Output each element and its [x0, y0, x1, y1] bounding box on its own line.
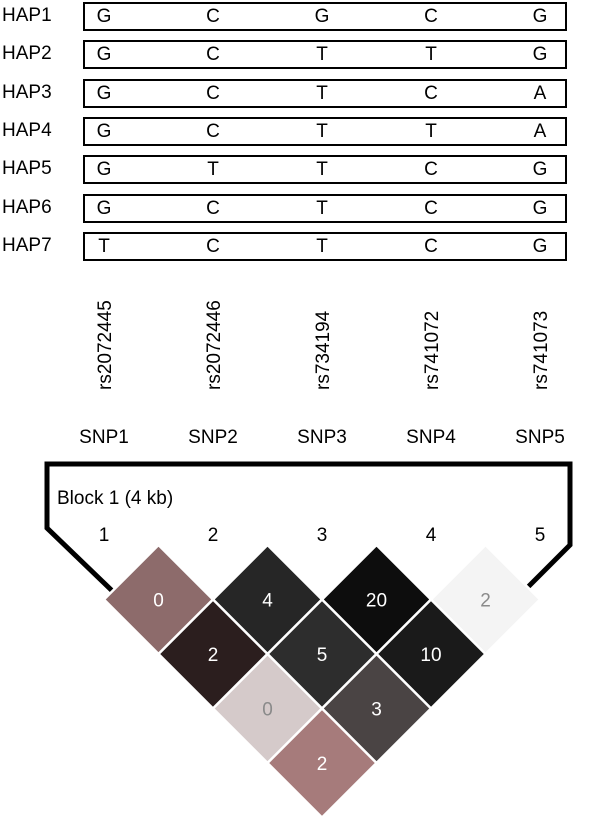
ld-snp-index: 3 — [317, 525, 328, 546]
allele-cell: G — [96, 120, 112, 142]
allele-cell: G — [532, 159, 548, 181]
allele-cell: G — [532, 235, 548, 257]
snp-label: SNP1 — [79, 427, 129, 448]
ld-snp-index: 1 — [99, 525, 110, 546]
haplotype-label: HAP2 — [2, 43, 52, 65]
allele-cell: G — [532, 6, 548, 27]
allele-cell: T — [207, 159, 219, 181]
allele-cell: C — [206, 6, 220, 27]
allele-cell: T — [316, 197, 328, 219]
allele-cell: G — [96, 197, 112, 219]
ld-block-label: Block 1 (4 kb) — [57, 488, 173, 509]
ld-cell-value: 10 — [420, 645, 441, 666]
ld-snp-index: 5 — [535, 525, 546, 546]
allele-cell: C — [424, 6, 438, 27]
allele-cell: C — [424, 159, 438, 181]
ld-snp-index: 2 — [208, 525, 219, 546]
allele-cell: G — [96, 82, 112, 104]
allele-cell: T — [316, 159, 328, 181]
allele-cell: C — [206, 44, 220, 66]
ld-cell-value: 0 — [153, 591, 164, 612]
ld-cell-value: 0 — [262, 700, 273, 721]
ld-cell-value: 20 — [366, 591, 387, 612]
haplotype-label: HAP7 — [2, 234, 52, 256]
ld-cell-value: 2 — [480, 591, 491, 612]
allele-cell: G — [96, 159, 112, 181]
snp-label: SNP2 — [188, 427, 238, 448]
allele-cell: C — [206, 235, 220, 257]
allele-cell: A — [533, 120, 547, 142]
allele-cell: G — [96, 6, 112, 27]
ld-cell-value: 2 — [208, 645, 219, 666]
allele-cell: C — [424, 235, 438, 257]
allele-cell: T — [316, 82, 328, 104]
ld-snp-index: 4 — [426, 525, 437, 546]
snp-label: SNP3 — [297, 427, 347, 448]
allele-cell: C — [206, 120, 220, 142]
allele-cell: C — [206, 197, 220, 219]
allele-cell: T — [316, 235, 328, 257]
snp-label: SNP4 — [406, 427, 456, 448]
haplotype-label: HAP4 — [2, 119, 52, 141]
allele-cell: C — [424, 197, 438, 219]
allele-cell: G — [96, 44, 112, 66]
allele-cell: T — [316, 120, 328, 142]
allele-cell: A — [533, 82, 547, 104]
allele-cell: C — [206, 82, 220, 104]
ld-cell-value: 5 — [317, 645, 328, 666]
allele-cell: T — [316, 44, 328, 66]
allele-cell: G — [532, 44, 548, 66]
allele-cell: G — [314, 6, 330, 27]
haplotype-label: HAP5 — [2, 158, 52, 180]
allele-cell: T — [425, 120, 437, 142]
haplotype-label: HAP3 — [2, 81, 52, 103]
allele-cell: T — [98, 235, 110, 257]
allele-cell: G — [532, 197, 548, 219]
ld-cell-value: 3 — [371, 700, 382, 721]
allele-cell: C — [424, 82, 438, 104]
allele-cell: T — [425, 44, 437, 66]
ld-cell-value: 2 — [317, 754, 328, 775]
haplotype-label: HAP6 — [2, 196, 52, 218]
snp-label: SNP5 — [515, 427, 565, 448]
haplotype-label: HAP1 — [2, 5, 52, 26]
ld-cell-value: 4 — [262, 591, 273, 612]
